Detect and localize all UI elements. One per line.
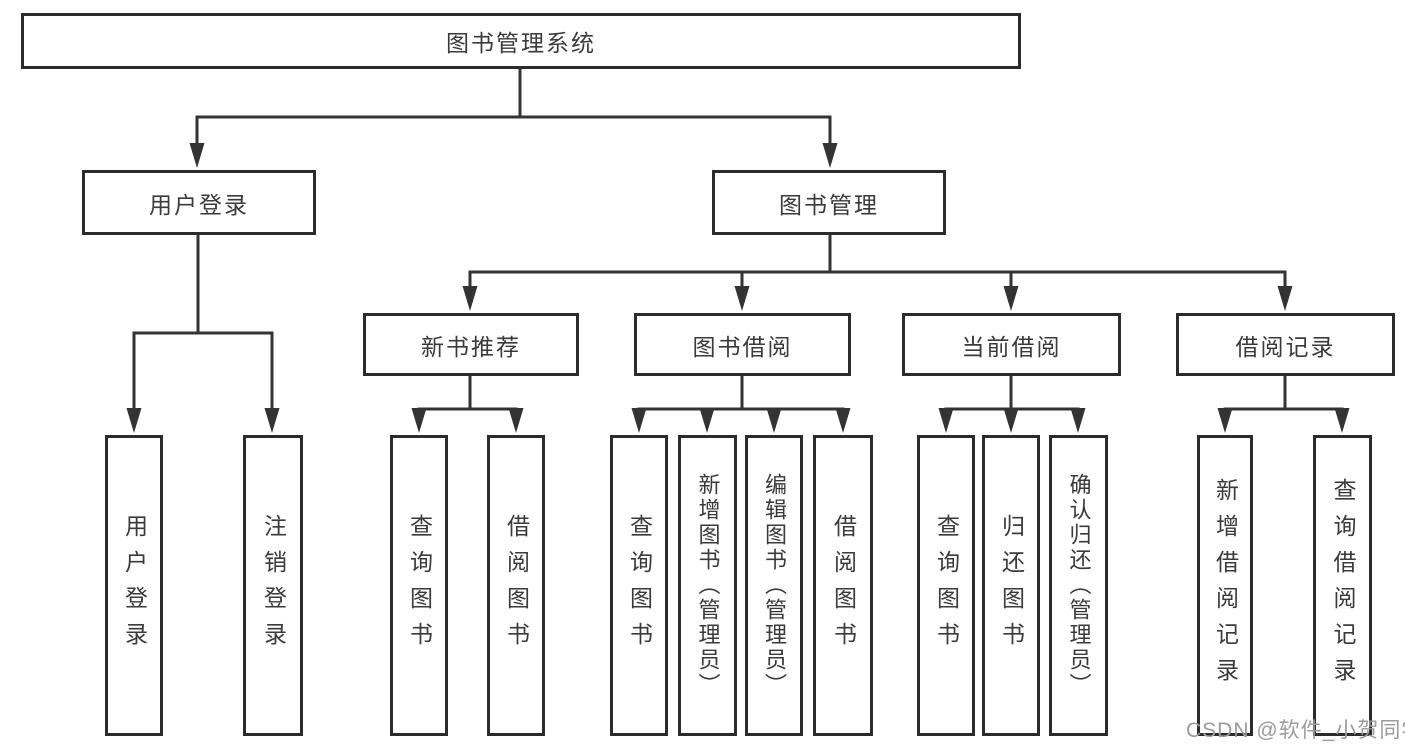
leaf-borrow-books-1: 借阅图书 (487, 435, 545, 736)
arrowhead-icon (126, 408, 142, 433)
leaf-query-books-2: 查询图书 (610, 435, 668, 736)
arrowhead-icon (1217, 408, 1233, 433)
leaf-add-borrow-record: 新增借阅记录 (1197, 435, 1253, 736)
node-label: 图书管理 (779, 191, 879, 218)
arrowhead-icon (835, 408, 851, 433)
arrowhead-icon (189, 143, 205, 168)
leaf-add-books-admin: 新增图书（管理员） (678, 435, 737, 736)
arrowhead-icon (1070, 408, 1086, 433)
connector-root (189, 68, 838, 168)
node-label: 查询图书 (626, 513, 653, 658)
node-label: 借阅图书 (830, 513, 857, 658)
arrowhead-icon (938, 408, 954, 433)
leaf-edit-books-admin: 编辑图书（管理员） (745, 435, 803, 736)
arrowhead-icon (699, 408, 715, 433)
arrowhead-icon (1003, 286, 1019, 311)
connector-group-current-borrow (938, 376, 1086, 433)
leaf-confirm-return-admin: 确认归还（管理员） (1049, 435, 1108, 736)
node-group-new-books: 新书推荐 (363, 313, 579, 376)
arrowhead-icon (264, 408, 280, 433)
leaf-query-books-3: 查询图书 (917, 435, 975, 736)
arrowhead-icon (822, 143, 838, 168)
arrowhead-icon (1334, 408, 1350, 433)
node-label: 新增借阅记录 (1212, 477, 1239, 694)
leaf-user-login: 用户登录 (105, 435, 163, 736)
connector-user-branch (126, 235, 280, 433)
arrowhead-icon (1003, 408, 1019, 433)
node-label: 当前借阅 (961, 333, 1062, 360)
node-user-login-branch: 用户登录 (82, 170, 316, 235)
arrowhead-icon (462, 286, 478, 311)
connector-group-borrow-records (1217, 376, 1350, 433)
arrowhead-icon (631, 408, 647, 433)
leaf-logout: 注销登录 (243, 435, 303, 736)
node-label: 归还图书 (998, 513, 1025, 658)
node-label: 借阅图书 (503, 513, 530, 658)
node-group-borrow-records: 借阅记录 (1176, 313, 1395, 376)
leaf-borrow-books-2: 借阅图书 (813, 435, 873, 736)
node-label: 用户登录 (149, 191, 249, 218)
node-label: 用户登录 (121, 513, 148, 658)
node-label: 注销登录 (260, 513, 287, 658)
arrowhead-icon (734, 286, 750, 311)
csdn-watermark: CSDN @软件_小贺同学 (1186, 719, 1405, 742)
leaf-return-books: 归还图书 (982, 435, 1040, 736)
arrowhead-icon (508, 408, 524, 433)
node-label: 新增图书（管理员） (695, 473, 721, 698)
node-group-book-borrow: 图书借阅 (634, 313, 851, 376)
leaf-query-borrow-record: 查询借阅记录 (1313, 435, 1372, 736)
node-label: 查询图书 (933, 513, 960, 658)
node-root-system: 图书管理系统 (21, 13, 1021, 69)
node-group-current-borrow: 当前借阅 (902, 313, 1121, 376)
node-label: 新书推荐 (421, 333, 521, 360)
leaf-query-books-1: 查询图书 (390, 435, 448, 736)
node-label: 编辑图书（管理员） (762, 473, 787, 698)
node-label: 查询借阅记录 (1330, 477, 1356, 694)
connector-group-book-borrow (631, 376, 851, 433)
arrowhead-icon (411, 408, 427, 433)
node-label: 确认归还（管理员） (1066, 473, 1092, 698)
node-label: 图书借阅 (692, 333, 793, 360)
arrowhead-icon (1277, 286, 1293, 311)
node-label: 借阅记录 (1235, 333, 1336, 360)
connector-book-branch (462, 235, 1293, 311)
node-book-management-branch: 图书管理 (712, 170, 946, 235)
arrowhead-icon (766, 408, 782, 433)
node-label: 查询图书 (406, 513, 433, 658)
connector-group-new-books (411, 376, 524, 433)
node-label: 图书管理系统 (446, 30, 596, 56)
